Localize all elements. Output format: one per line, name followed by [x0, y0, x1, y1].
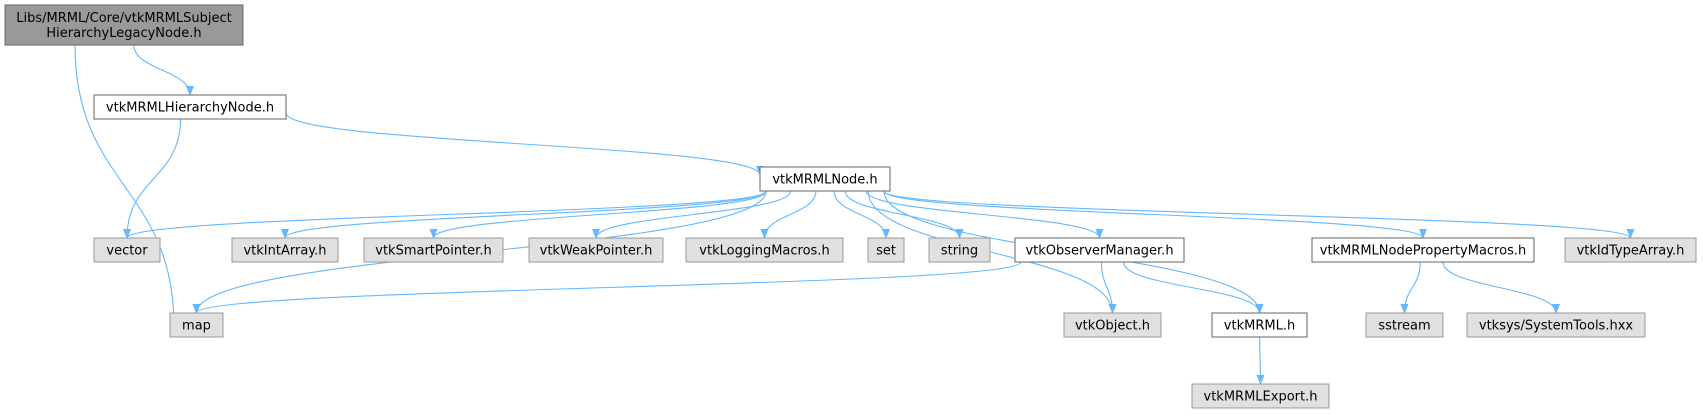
edge-line — [592, 190, 792, 239]
node-label: set — [876, 244, 896, 259]
node-label: vtkMRML.h — [1224, 319, 1295, 334]
node-box — [4, 4, 244, 46]
edge-line — [1256, 336, 1265, 385]
node-label: vtkObserverManager.h — [1025, 244, 1173, 259]
node-label: vtkMRMLNodePropertyMacros.h — [1320, 244, 1526, 259]
edge-line — [123, 118, 182, 239]
node-label: vector — [106, 244, 148, 259]
node-box — [93, 237, 161, 263]
node-box — [528, 237, 664, 263]
edge-line — [833, 190, 890, 239]
edge-line — [1442, 261, 1560, 314]
node-box — [1311, 237, 1535, 263]
node-label: vtkMRMLNode.h — [772, 173, 877, 188]
node-node[interactable]: vtkMRMLNode.h — [759, 166, 891, 192]
edge-line — [760, 190, 817, 239]
node-string: string — [928, 237, 991, 263]
edge-node-to-logging — [760, 190, 817, 239]
node-box — [685, 237, 844, 263]
node-mrmlh[interactable]: vtkMRML.h — [1211, 312, 1308, 338]
node-label: string — [941, 244, 978, 259]
node-box — [1564, 237, 1697, 263]
edge-node-to-set — [833, 190, 890, 239]
node-hier[interactable]: vtkMRMLHierarchyNode.h — [93, 94, 287, 120]
node-logging: vtkLoggingMacros.h — [685, 237, 844, 263]
node-label: vtkWeakPointer.h — [540, 244, 653, 259]
node-set: set — [867, 237, 905, 263]
edge-line — [281, 190, 767, 239]
edge-line — [1122, 261, 1264, 314]
node-propmacros[interactable]: vtkMRMLNodePropertyMacros.h — [1311, 237, 1535, 263]
edge-node-to-idtype — [883, 190, 1635, 239]
node-root[interactable]: Libs/MRML/Core/vtkMRMLSubjectHierarchyLe… — [4, 4, 244, 46]
node-label: vtkMRMLExport.h — [1204, 390, 1318, 405]
node-label: sstream — [1378, 319, 1430, 334]
node-box — [1014, 237, 1185, 263]
edge-line — [74, 44, 178, 328]
edge-node-to-obsmgr — [865, 190, 1104, 239]
edge-hier-to-node — [285, 112, 764, 176]
node-label: vtkObject.h — [1075, 319, 1150, 334]
node-box — [93, 94, 287, 120]
edge-line — [1100, 261, 1117, 314]
node-label: vtkMRMLHierarchyNode.h — [106, 101, 274, 116]
edge-propmacros-to-systools — [1442, 261, 1560, 314]
node-label: map — [182, 319, 211, 334]
node-export: vtkMRMLExport.h — [1191, 383, 1330, 409]
node-label: vtkSmartPointer.h — [375, 244, 491, 259]
edge-hier-to-vector — [123, 118, 182, 239]
edge-node-to-vector — [123, 190, 767, 239]
edge-node-to-smartptr — [429, 190, 767, 239]
edge-node-to-weakptr — [592, 190, 792, 239]
edge-node-to-propmacros — [883, 190, 1427, 239]
node-map: map — [169, 312, 224, 338]
edge-line — [123, 190, 767, 239]
node-box — [1466, 312, 1646, 338]
edge-line — [285, 112, 764, 176]
node-box — [363, 237, 504, 263]
node-box — [928, 237, 991, 263]
node-intarray: vtkIntArray.h — [231, 237, 339, 263]
edge-line — [429, 190, 767, 239]
edge-line — [1400, 261, 1421, 314]
node-box — [759, 166, 891, 192]
node-label: vtkIntArray.h — [243, 244, 326, 259]
node-smartptr: vtkSmartPointer.h — [363, 237, 504, 263]
node-sstream: sstream — [1365, 312, 1444, 338]
edge-line — [883, 190, 1427, 239]
edge-line — [865, 190, 1104, 239]
edge-obsmgr-to-vtkobject — [1100, 261, 1117, 314]
node-box — [1211, 312, 1308, 338]
node-box — [1063, 312, 1162, 338]
node-box — [169, 312, 224, 338]
node-weakptr: vtkWeakPointer.h — [528, 237, 664, 263]
edge-mrmlh-to-export — [1256, 336, 1265, 385]
node-idtype: vtkIdTypeArray.h — [1564, 237, 1697, 263]
node-box — [1365, 312, 1444, 338]
node-label: Libs/MRML/Core/vtkMRMLSubject — [16, 11, 231, 26]
node-systools: vtksys/SystemTools.hxx — [1466, 312, 1646, 338]
edge-node-to-intarray — [281, 190, 767, 239]
node-label: vtkLoggingMacros.h — [699, 244, 829, 259]
node-label: vtkIdTypeArray.h — [1577, 244, 1685, 259]
edge-obsmgr-to-map — [192, 261, 1022, 314]
nodes-layer: Libs/MRML/Core/vtkMRMLSubjectHierarchyLe… — [4, 4, 1697, 409]
edge-line — [133, 44, 194, 96]
node-vector: vector — [93, 237, 161, 263]
edge-propmacros-to-sstream — [1400, 261, 1421, 314]
node-label: vtksys/SystemTools.hxx — [1479, 319, 1634, 334]
node-label: HierarchyLegacyNode.h — [46, 26, 201, 41]
node-obsmgr[interactable]: vtkObserverManager.h — [1014, 237, 1185, 263]
node-box — [1191, 383, 1330, 409]
node-box — [231, 237, 339, 263]
edge-root-to-map — [74, 44, 178, 328]
edge-root-to-hier — [133, 44, 194, 96]
edge-obsmgr-to-mrmlh — [1122, 261, 1264, 314]
node-vtkobject: vtkObject.h — [1063, 312, 1162, 338]
node-box — [867, 237, 905, 263]
edge-line — [883, 190, 1635, 239]
edge-line — [192, 261, 1022, 314]
